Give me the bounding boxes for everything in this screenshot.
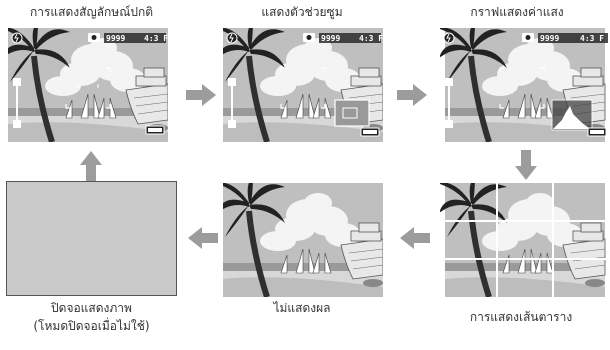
zoom-bar (228, 78, 236, 128)
panel-normal-display[interactable]: 9999 4:3 F (8, 28, 168, 142)
shots-remaining: 9999 (540, 34, 559, 43)
caption-histogram: กราฟแสดงค่าแสง (470, 5, 564, 19)
histogram-graph (551, 99, 593, 131)
zoom-bar (445, 78, 453, 128)
aspect-ratio: 4:3 F (580, 34, 604, 43)
camera-mode-icon (303, 33, 315, 42)
scene-image (223, 183, 383, 297)
af-frame (499, 67, 545, 109)
flash-off-icon (226, 32, 238, 44)
aspect-ratio: 4:3 F (144, 34, 168, 43)
arrow-icon (80, 151, 102, 181)
caption-grid: การแสดงเส้นตาราง (469, 310, 573, 324)
flash-off-icon (11, 32, 23, 44)
zoom-bar (13, 78, 21, 128)
panel-display-off[interactable] (6, 181, 177, 296)
arrow-icon (188, 227, 218, 249)
scene-image (440, 183, 610, 297)
shots-remaining: 9999 (106, 34, 125, 43)
battery-icon (145, 125, 165, 135)
panel-grid-display[interactable] (440, 183, 610, 297)
scene-image: 9999 4:3 F (8, 28, 168, 142)
panel-no-display[interactable] (223, 183, 383, 297)
flash-off-icon (443, 32, 455, 44)
caption-no-display: ไม่แสดงผล (273, 301, 331, 315)
grid-lines (440, 183, 610, 297)
arrow-icon (397, 84, 427, 106)
panel-histogram[interactable]: 9999 4:3 F (440, 28, 610, 142)
af-frame (280, 67, 326, 109)
caption-zoom: แสดงตัวช่วยซูม (261, 5, 343, 19)
caption-normal: การแสดงสัญลักษณ์ปกติ (29, 5, 154, 19)
aspect-ratio: 4:3 F (359, 34, 383, 43)
zoom-assist-box (334, 99, 370, 127)
caption-off-line1: ปิดจอแสดงภาพ (51, 301, 132, 315)
arrow-icon (515, 150, 537, 180)
shots-remaining: 9999 (321, 34, 340, 43)
scene-image: 9999 4:3 F (223, 28, 383, 142)
battery-icon (587, 127, 607, 137)
battery-icon (360, 127, 380, 137)
arrow-icon (186, 84, 216, 106)
caption-off-line2: (โหมดปิดจอเมื่อไม่ใช้) (33, 319, 150, 333)
camera-mode-icon (88, 33, 100, 42)
af-frame (65, 67, 111, 109)
arrow-icon (400, 227, 430, 249)
scene-image: 9999 4:3 F (440, 28, 610, 142)
panel-zoom-assist[interactable]: 9999 4:3 F (223, 28, 383, 142)
camera-mode-icon (522, 33, 534, 42)
